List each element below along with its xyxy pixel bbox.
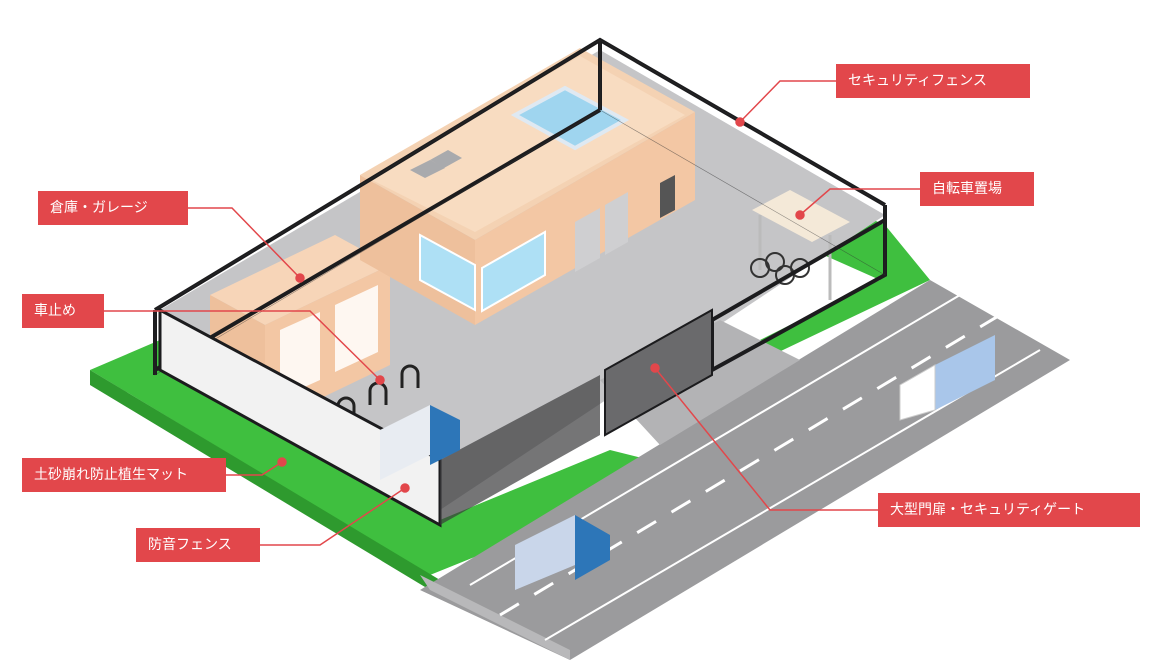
main-building — [360, 48, 695, 325]
callout-erosion-mat: 土砂崩れ防止植生マット — [22, 458, 226, 492]
truck-icon — [899, 335, 995, 421]
fence-mesh — [154, 39, 886, 376]
callout-sound-fence: 防音フェンス — [136, 528, 260, 562]
callout-security-fence: セキュリティフェンス — [836, 64, 1030, 98]
roof-vent-2 — [430, 150, 462, 168]
callout-garage: 倉庫・ガレージ — [38, 191, 188, 225]
truck-icon — [515, 515, 610, 590]
callout-car-stop: 車止め — [22, 294, 104, 328]
bicycle-icon — [750, 252, 810, 285]
callout-security-gate: 大型門扉・セキュリティゲート — [878, 493, 1140, 527]
truck-icon — [380, 405, 460, 480]
sidewalk-bottom — [420, 575, 570, 660]
leader-lines — [104, 80, 920, 546]
window-icon — [419, 230, 546, 313]
callout-bicycle-parking: 自転車置場 — [920, 172, 1034, 206]
roof-vent — [410, 160, 445, 178]
grass-slope-shadow — [90, 370, 440, 590]
